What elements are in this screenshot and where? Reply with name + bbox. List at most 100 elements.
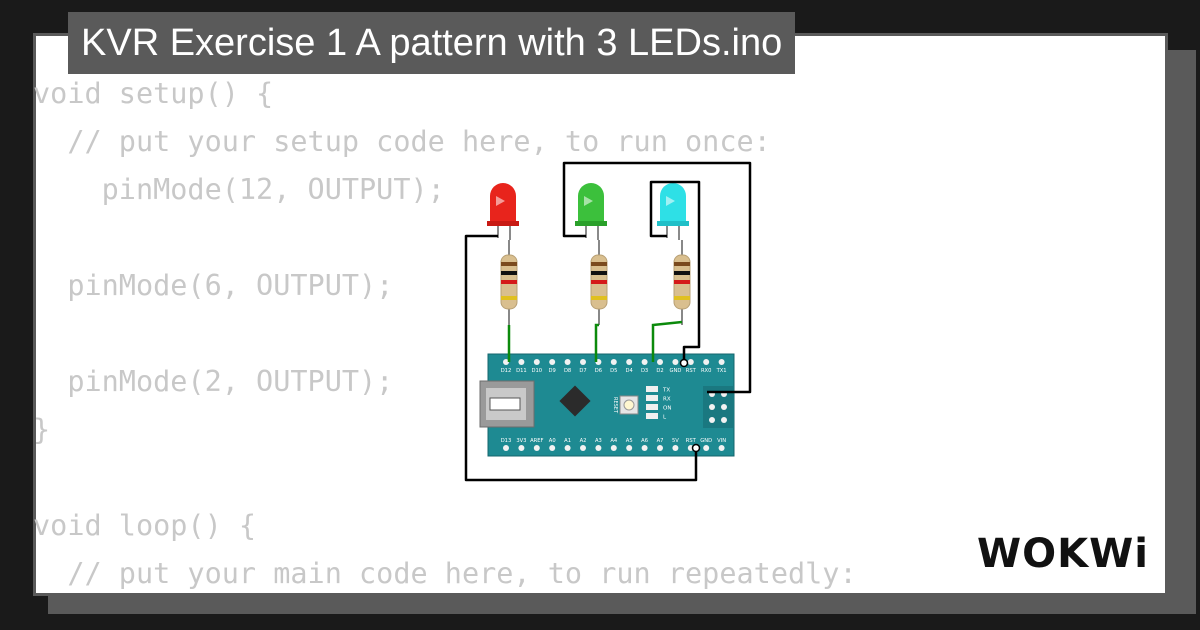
pin-label: D8 xyxy=(564,368,571,374)
status-led-rx xyxy=(646,395,658,401)
pin-3v3[interactable] xyxy=(518,445,525,451)
led-cyan[interactable] xyxy=(657,183,689,226)
status-led-on xyxy=(646,404,658,410)
pin-label: 5V xyxy=(672,438,679,444)
pin-a1[interactable] xyxy=(564,445,571,451)
code-line: pinMode(2, OUTPUT); xyxy=(33,365,394,398)
pin-d2[interactable] xyxy=(657,359,663,365)
pin-label: A0 xyxy=(549,438,556,444)
code-editor: void setup() { // put your setup code he… xyxy=(33,70,857,598)
resistor-3[interactable] xyxy=(673,240,691,325)
code-line: } xyxy=(33,413,51,446)
pin-label: GND xyxy=(700,438,712,444)
pin-5v[interactable] xyxy=(672,445,679,451)
pin-label: D11 xyxy=(516,368,527,374)
pin-label: D13 xyxy=(501,438,512,444)
pin-label: AREF xyxy=(530,438,543,444)
pin-d7[interactable] xyxy=(580,359,586,365)
pin-d9[interactable] xyxy=(549,359,556,365)
pin-d13[interactable] xyxy=(503,445,509,451)
preview-card xyxy=(33,33,1168,596)
code-line: // put your main code here, to run repea… xyxy=(33,557,857,590)
pin-rst[interactable] xyxy=(687,359,694,365)
led-green[interactable] xyxy=(575,183,607,226)
pin-a4[interactable] xyxy=(610,445,617,451)
pin-a0[interactable] xyxy=(549,445,556,451)
status-led-label: TX xyxy=(662,388,670,394)
code-line: pinMode(12, OUTPUT); xyxy=(33,173,445,206)
pin-aref[interactable] xyxy=(533,445,540,451)
wire-gnd-cyan xyxy=(649,180,701,363)
pin-label: D6 xyxy=(595,368,602,374)
status-led-label: RX xyxy=(663,397,671,403)
pin-label: RST xyxy=(686,438,697,444)
pin-label: A4 xyxy=(610,438,618,444)
status-led-label: ON xyxy=(663,406,671,412)
code-line: void setup() { xyxy=(33,77,274,110)
pin-label: D3 xyxy=(641,368,648,374)
pin-gnd[interactable] xyxy=(703,445,710,451)
pin-label: D5 xyxy=(610,368,617,374)
wokwi-logo[interactable]: WOKWi xyxy=(975,527,1153,577)
pin-d4[interactable] xyxy=(626,359,633,365)
pin-a5[interactable] xyxy=(626,445,633,451)
pin-label: D2 xyxy=(656,368,663,374)
pin-a7[interactable] xyxy=(657,445,663,451)
wire-gnd-green xyxy=(562,161,752,394)
project-title: KVR Exercise 1 A pattern with 3 LEDs.ino xyxy=(68,12,796,74)
usb-connector xyxy=(479,380,535,428)
pin-a2[interactable] xyxy=(580,445,586,451)
microcontroller-chip xyxy=(559,385,591,417)
pin-label: A3 xyxy=(595,438,602,444)
pin-d8[interactable] xyxy=(564,359,571,365)
pin-label: D10 xyxy=(531,368,542,374)
pin-label: A7 xyxy=(657,438,664,444)
status-led-tx xyxy=(646,386,658,392)
top-pin-header xyxy=(503,359,725,365)
pin-gnd[interactable] xyxy=(672,359,679,365)
pin-label: D4 xyxy=(626,368,634,374)
pin-rx0[interactable] xyxy=(703,359,710,365)
reset-label: RESET xyxy=(612,397,618,414)
logo-text: WOKWi xyxy=(977,531,1149,577)
pin-label: A2 xyxy=(580,438,587,444)
led-red[interactable] xyxy=(487,183,519,226)
pin-tx1[interactable] xyxy=(718,359,725,365)
pin-label: RST xyxy=(686,368,697,374)
signal-wires xyxy=(507,320,683,362)
code-line: // put your setup code here, to run once… xyxy=(33,125,771,158)
pin-d5[interactable] xyxy=(610,359,617,365)
pin-vin[interactable] xyxy=(718,445,725,451)
code-line: void loop() { xyxy=(33,509,257,542)
reset-button[interactable] xyxy=(619,395,639,415)
pin-gnd-top xyxy=(679,358,689,368)
pin-gnd-bottom xyxy=(691,443,701,453)
resistor-2[interactable] xyxy=(590,240,608,325)
pin-label: D12 xyxy=(501,368,512,374)
pin-label: D7 xyxy=(579,368,586,374)
bottom-pin-header xyxy=(503,445,725,451)
code-line: pinMode(6, OUTPUT); xyxy=(33,269,394,302)
pin-a6[interactable] xyxy=(641,445,648,451)
pin-label: 3V3 xyxy=(516,438,526,444)
resistor-1[interactable] xyxy=(500,240,518,325)
pin-label: A1 xyxy=(564,438,571,444)
pin-label: D9 xyxy=(549,368,556,374)
wire-d2 xyxy=(651,320,683,362)
pin-d12[interactable] xyxy=(503,359,509,365)
pin-a3[interactable] xyxy=(595,445,602,451)
wire-gnd-red xyxy=(464,234,698,482)
pin-label: A5 xyxy=(626,438,633,444)
pin-d3[interactable] xyxy=(641,359,648,365)
pin-label: TX1 xyxy=(716,368,727,374)
wire-d6 xyxy=(594,323,599,362)
pin-d11[interactable] xyxy=(518,359,525,365)
ground-wires xyxy=(464,161,752,482)
pin-label: GND xyxy=(669,368,681,374)
pin-d10[interactable] xyxy=(533,359,540,365)
